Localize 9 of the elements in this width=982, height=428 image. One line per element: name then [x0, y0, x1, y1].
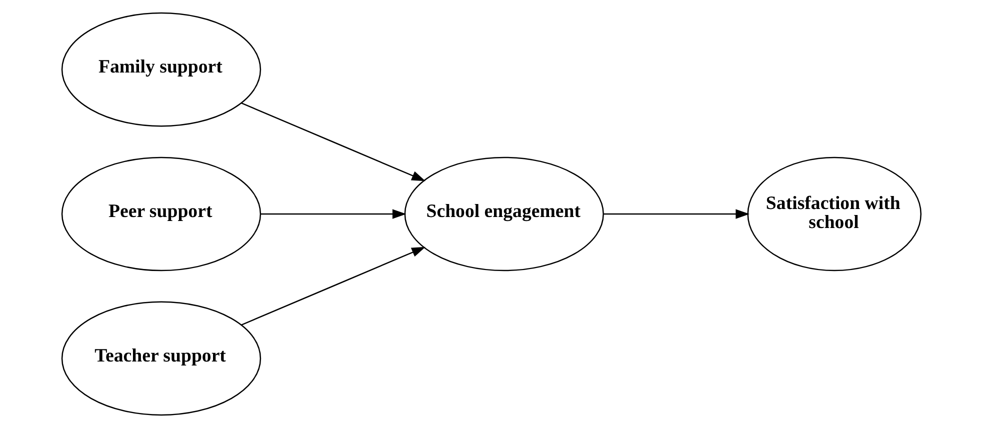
arrow — [240, 102, 426, 182]
node-ellipse: Satisfaction with school — [746, 156, 922, 272]
node-ellipse: School engagement — [404, 156, 604, 272]
arrow — [240, 246, 426, 326]
arrow — [260, 209, 406, 219]
arrow — [603, 209, 750, 219]
node-ellipse: Peer support — [60, 156, 261, 272]
node-ellipse: Teacher support — [60, 301, 261, 416]
node-ellipse: Family support — [60, 12, 261, 127]
